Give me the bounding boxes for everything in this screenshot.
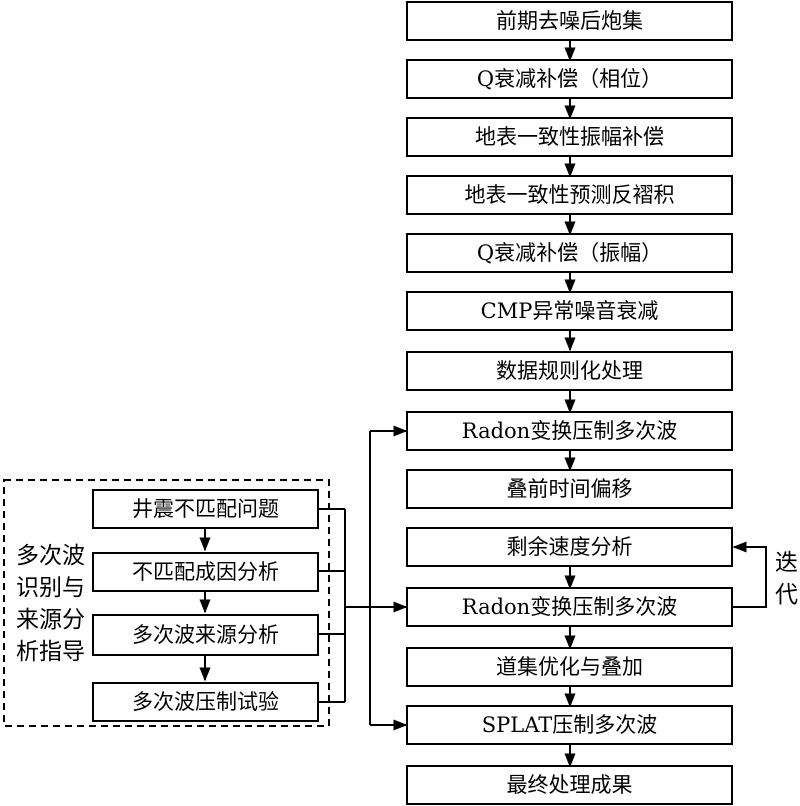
main-flow-step-9: 叠前时间偏移 [406, 469, 733, 509]
main-flow-step-6: CMP异常噪音衰减 [406, 291, 733, 331]
svg-text:Q衰减补偿（振幅）: Q衰减补偿（振幅） [477, 241, 662, 265]
main-flow-step-14: 最终处理成果 [406, 765, 733, 805]
svg-text:SPLAT压制多次波: SPLAT压制多次波 [482, 713, 658, 737]
iteration-label-char-2: 代 [775, 582, 798, 608]
main-flow-step-4: 地表一致性预测反褶积 [406, 175, 733, 215]
side-flow-step-3: 多次波来源分析 [92, 614, 319, 656]
svg-text:地表一致性预测反褶积: 地表一致性预测反褶积 [465, 183, 675, 207]
main-flow-step-12: 道集优化与叠加 [406, 647, 733, 687]
svg-text:最终处理成果: 最终处理成果 [507, 773, 633, 797]
main-flow-step-3: 地表一致性振幅补偿 [406, 117, 733, 157]
svg-text:剩余速度分析: 剩余速度分析 [507, 535, 633, 559]
main-flow-step-10: 剩余速度分析 [406, 527, 733, 567]
side-group-label-line-4: 析指导 [16, 639, 85, 665]
svg-text:井震不匹配问题: 井震不匹配问题 [132, 497, 279, 521]
main-flow-step-13: SPLAT压制多次波 [406, 705, 733, 745]
iteration-loop-connector [732, 541, 767, 608]
svg-text:地表一致性振幅补偿: 地表一致性振幅补偿 [475, 125, 664, 149]
svg-text:Radon变换压制多次波: Radon变换压制多次波 [462, 595, 677, 619]
main-flow-step-2: Q衰减补偿（相位） [406, 59, 733, 99]
side-group-label-line-2: 识别与 [16, 575, 85, 601]
svg-text:多次波来源分析: 多次波来源分析 [132, 623, 279, 647]
svg-text:前期去噪后炮集: 前期去噪后炮集 [496, 9, 643, 33]
svg-text:道集优化与叠加: 道集优化与叠加 [496, 655, 643, 679]
side-flow-step-2: 不匹配成因分析 [92, 552, 319, 592]
side-to-main-connectors [318, 425, 408, 731]
main-flow-step-7: 数据规则化处理 [406, 351, 733, 391]
svg-text:叠前时间偏移: 叠前时间偏移 [507, 477, 633, 501]
side-group-frame [3, 479, 330, 727]
main-flow-step-11: Radon变换压制多次波 [406, 587, 733, 627]
svg-text:CMP异常噪音衰减: CMP异常噪音衰减 [481, 299, 659, 323]
side-flow-step-4: 多次波压制试验 [92, 682, 319, 722]
side-group-label-line-3: 来源分 [16, 607, 85, 633]
main-flow-step-5: Q衰减补偿（振幅） [406, 233, 733, 273]
main-flow-step-8: Radon变换压制多次波 [406, 411, 733, 451]
iteration-label-char-1: 迭 [775, 550, 798, 576]
svg-text:Radon变换压制多次波: Radon变换压制多次波 [462, 419, 677, 443]
svg-text:多次波压制试验: 多次波压制试验 [132, 690, 279, 714]
side-group-label-line-1: 多次波 [16, 543, 85, 569]
svg-text:Q衰减补偿（相位）: Q衰减补偿（相位） [477, 67, 662, 91]
svg-text:不匹配成因分析: 不匹配成因分析 [132, 560, 279, 584]
side-flow-step-1: 井震不匹配问题 [92, 489, 319, 529]
main-flow-step-1: 前期去噪后炮集 [406, 1, 733, 41]
svg-text:数据规则化处理: 数据规则化处理 [496, 359, 643, 383]
